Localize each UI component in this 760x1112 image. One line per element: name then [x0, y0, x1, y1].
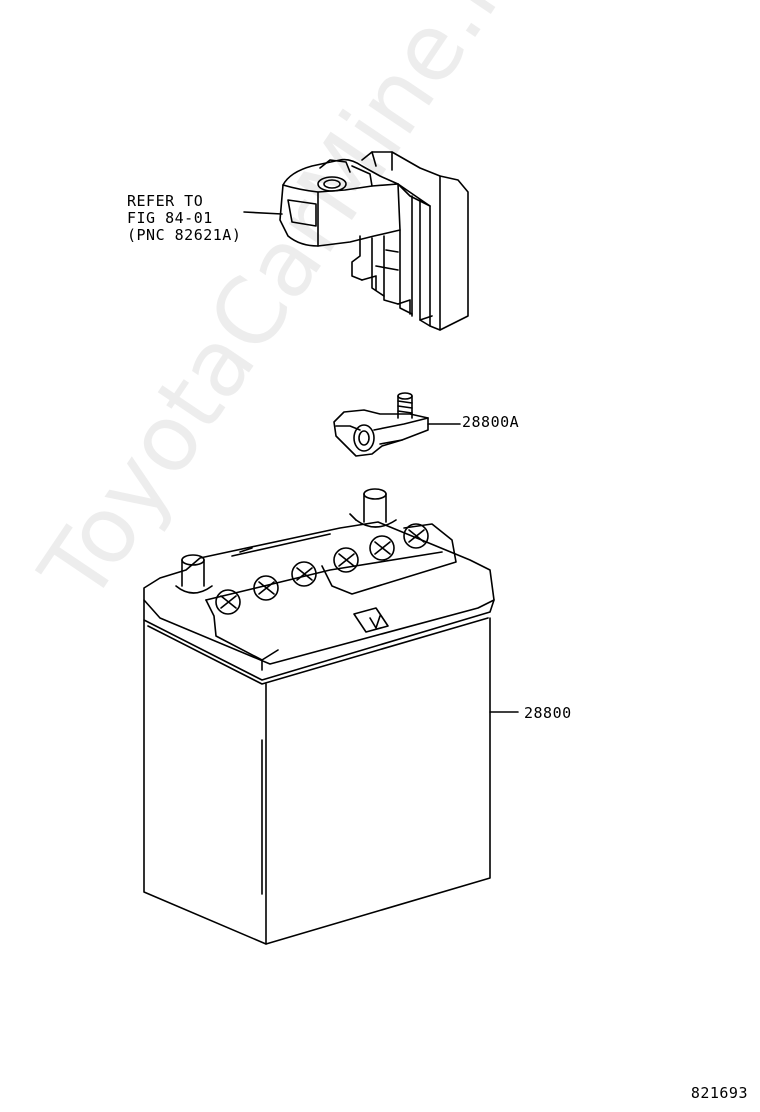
refer-line-2: FIG 84-01	[127, 209, 213, 227]
terminal-clamp-drawing	[333, 392, 461, 457]
figure-number: 821693	[690, 1084, 748, 1102]
part-number-28800: 28800	[524, 704, 572, 722]
part-number-28800a: 28800A	[462, 413, 520, 431]
refer-line-1: REFER TO	[127, 192, 204, 210]
refer-line-3: (PNC 82621A)	[127, 226, 242, 244]
terminal-cover-drawing	[243, 151, 469, 331]
refer-to-callout: REFER TO FIG 84-01 (PNC 82621A)	[127, 193, 241, 244]
battery-drawing	[143, 488, 519, 945]
